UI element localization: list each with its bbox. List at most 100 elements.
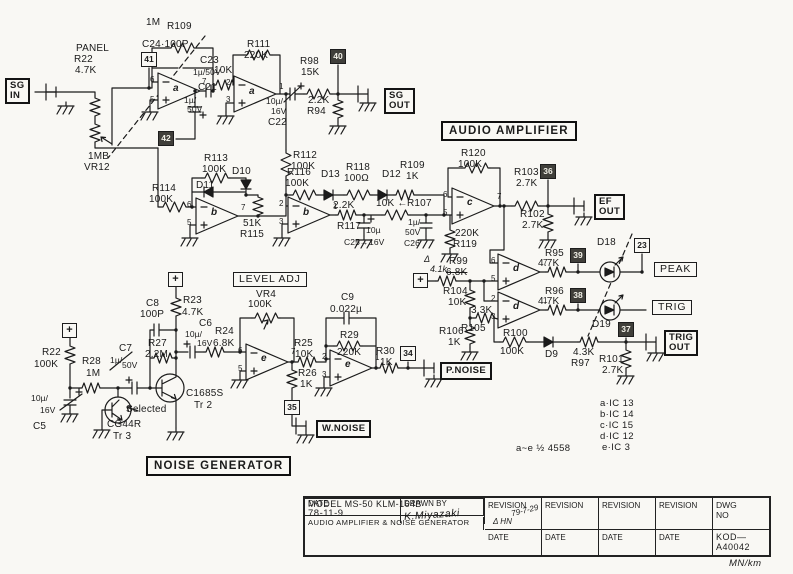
label-tr2: Tr 2 [194,400,213,411]
terminal-41: 41 [141,52,157,67]
terminal-34: 34 [400,346,416,361]
label-r115-val: 51K [243,218,262,229]
label-tr3: Tr 3 [113,431,132,442]
label-r96: R96 [545,286,564,297]
label-r28: R28 [82,356,101,367]
checker-stamp: MN/km [729,558,762,569]
note-ic-c: c·IC 15 [600,420,634,431]
note-opamp-type: a~e ½ 4558 [516,443,571,454]
section-audio-amplifier: AUDIO AMPLIFIER [441,121,577,142]
pin-b2-1: 1 [333,202,338,211]
label-r103-val: 2.7K [516,178,538,189]
label-r99: R99 [449,256,468,267]
label-r95: R95 [545,248,564,259]
pin-e2-1: 1 [375,353,380,362]
label-r118: R118 [346,162,370,173]
label-r29-val: 220K [337,347,362,358]
pin-b1-6: 6 [187,200,192,209]
label-r103: R103 [514,167,539,178]
label-c26-v: 1µ/ [408,217,421,227]
label-r30: R30 [376,346,395,357]
note-ic-e: e·IC 3 [602,442,631,453]
label-r107-val: 10K ← [376,198,408,209]
power-terminal-2: + [168,272,183,287]
label-vr4-val: 100K [248,299,273,310]
label-r116: R116 [287,167,311,178]
label-c21-v2: 50V [187,104,203,114]
label-r102-val: 2.7K [522,220,544,231]
label-c22: C22 [268,117,287,128]
label-r25-val: 10K [295,349,314,360]
label-r109a: R109 [167,21,192,32]
label-r95-val: 4.7K [538,258,560,269]
pin-d1-6: 6 [491,256,496,265]
label-r109b-val: 1K [406,171,419,182]
port-sg-out: SG OUT [384,88,416,114]
pin-b1-5: 5 [187,218,192,227]
label-r117-val: 2.2K [333,200,355,211]
port-ef-out: EF OUT [594,194,626,220]
port-p-noise: P.NOISE [440,362,493,380]
label-r98-val: 15K [301,67,320,78]
opamp-b1-letter: b [211,207,218,218]
label-r22n-val: 100K [34,359,59,370]
title-block: MODEL MS-50 KLM-164B AUDIO AMPLIFIER & N… [303,496,771,557]
terminal-37: 37 [618,322,634,337]
label-r110-val: 10K [214,65,233,76]
label-c6: C6 [199,318,213,329]
pin-c-7: 7 [497,192,502,201]
label-r117: R117 [337,221,361,232]
label-d11: D11 [196,180,215,191]
note-ic-b: b·IC 14 [600,409,634,420]
title-block-revision-1: REVISION 79-7-29 Δ HN DATE [485,498,542,555]
label-c9: C9 [341,292,355,303]
label-r22n: R22 [42,347,61,358]
note-ic-d: d·IC 12 [600,431,634,442]
pin-a2-3: 3 [226,95,231,104]
label-d19: D19 [592,319,611,330]
section-peak: PEAK [654,262,698,278]
label-r112-val: 100K [291,161,316,172]
title-block-revision-3: REVISION DATE [599,498,656,555]
label-c7-v2: 50V [122,360,138,370]
opamp-a2-letter: a [249,86,255,97]
label-c24: C24·100P [142,39,189,50]
label-d10: D10 [232,166,251,177]
pin-d2-3: 3 [491,312,496,321]
revision-3-date-label: DATE [602,533,623,542]
label-r100: R100 [503,328,528,339]
label-r114-val: 100K [149,194,174,205]
revision-1-initials: Δ HN [493,517,512,526]
label-r98: R98 [300,56,319,67]
label-r113: R113 [204,153,228,164]
title-block-dwg: DWG NO KOD— A40042 [713,498,769,555]
title-block-revision-4: REVISION DATE [656,498,713,555]
pin-a1-6: 6 [150,75,155,84]
label-c26-v2: 50V [405,227,421,237]
label-r25: R25 [294,338,313,349]
label-r118-val: 100Ω [344,173,369,184]
terminal-38: 38 [570,288,586,303]
pin-d1-7: 7 [543,258,548,267]
sg-amplifier-wires [34,42,377,149]
label-r26: R26 [298,368,317,379]
label-r119-val: 220K [455,228,480,239]
label-c25-v2: 16V [369,237,385,247]
noise-generator-wires [59,286,443,444]
label-c22-v2: 16V [271,106,287,116]
label-c6-v2: 16V [197,338,213,348]
opamp-a1-letter: a [173,83,179,94]
pin-b2-3: 3 [279,217,284,226]
power-terminal-1: + [62,323,77,338]
pin-a2-1: 1 [279,82,284,91]
port-w-noise: W.NOISE [316,420,372,438]
revision-3-label: REVISION [602,501,641,510]
date-value: 78-11-9 [308,508,344,519]
opamp-e1-letter: e [261,353,267,364]
label-vr4: VR4 [256,289,277,300]
terminal-42: 42 [158,131,174,146]
label-r116-val: 100K [285,178,310,189]
terminal-35: 35 [284,400,300,415]
terminal-40: 40 [330,49,346,64]
